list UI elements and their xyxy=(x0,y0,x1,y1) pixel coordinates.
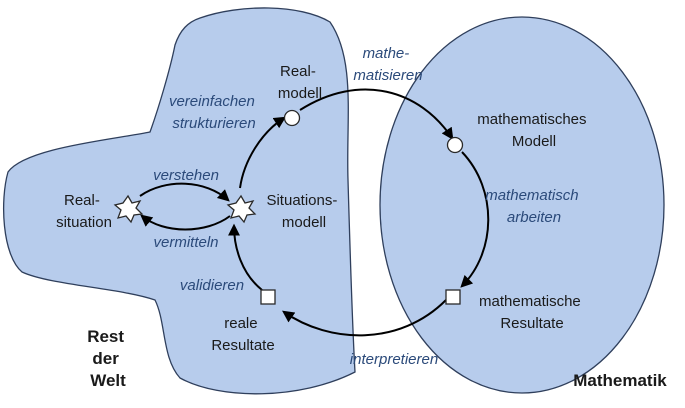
realmodell-circle-icon xyxy=(283,109,301,127)
arrow-mathematisch-arbeiten xyxy=(460,151,490,288)
mathematisches-modell-circle-icon xyxy=(446,136,464,154)
mathematische-resultate-label: mathematische Resultate xyxy=(479,293,585,332)
verstehen-label: verstehen xyxy=(153,167,219,184)
validieren-label: validieren xyxy=(180,277,244,294)
arrow-interpretieren xyxy=(282,299,447,337)
mathematisches-modell-label: mathematisches Modell xyxy=(477,111,590,150)
mathematik-label: Mathematik xyxy=(573,371,667,390)
realmodell-label: Real- modell xyxy=(278,63,322,102)
mathematisieren-label: mathe- matisieren xyxy=(353,45,422,84)
reale-resultate-square-icon xyxy=(260,289,276,305)
mathematische-resultate-square-icon xyxy=(445,289,461,305)
rest-der-welt-label: Rest der Welt xyxy=(87,327,129,390)
vereinfachen-strukturieren-label: vereinfachen strukturieren xyxy=(169,93,259,132)
situationsmodell-label: Situations- modell xyxy=(266,192,341,231)
realsituation-star-icon xyxy=(113,194,144,224)
arrow-vermitteln xyxy=(140,214,231,231)
vermitteln-label: vermitteln xyxy=(153,234,218,251)
mathematisch-arbeiten-label: mathematisch arbeiten xyxy=(485,187,583,226)
realsituation-label: Real- situation xyxy=(56,192,112,231)
situationsmodell-star-icon xyxy=(226,194,257,224)
reale-resultate-label: reale Resultate xyxy=(211,315,274,354)
interpretieren-label: interpretieren xyxy=(350,351,438,368)
arrow-situationsmodell-to-realmodell xyxy=(239,116,287,189)
arrow-validieren xyxy=(228,223,263,291)
arrow-verstehen xyxy=(139,182,230,202)
arrow-mathematisieren xyxy=(299,88,454,140)
